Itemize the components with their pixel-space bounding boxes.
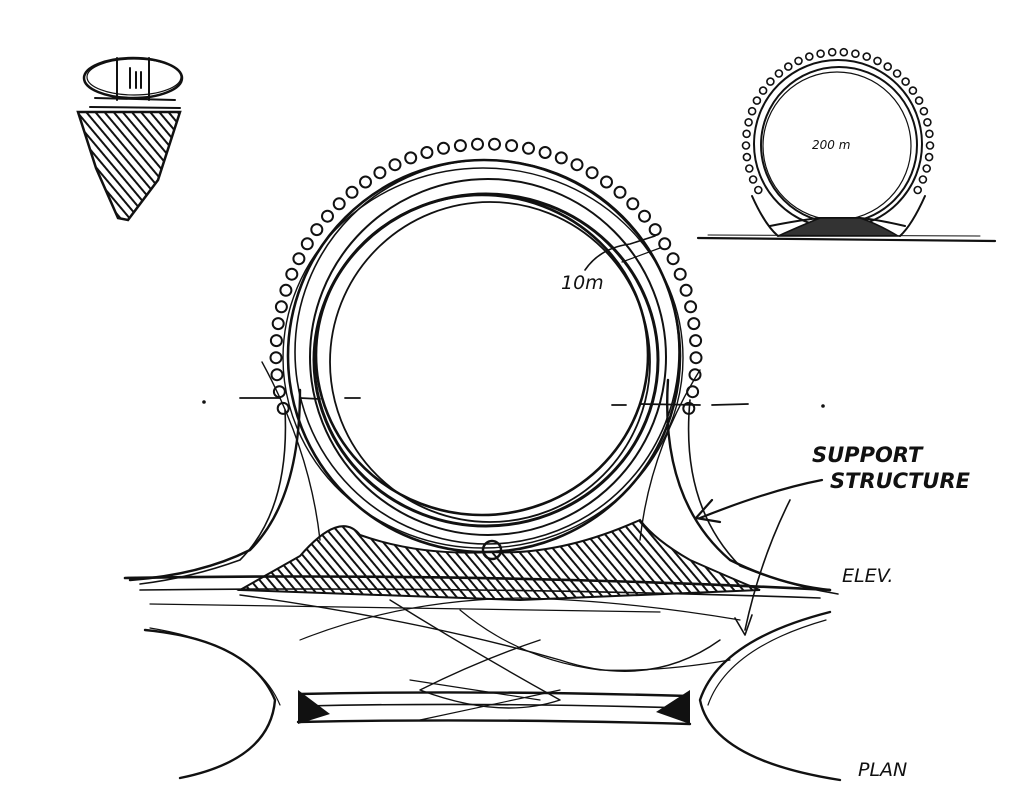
ring-bead (741, 141, 751, 150)
ring-bead (274, 300, 288, 314)
main-ring-beads (269, 137, 703, 415)
small-elevation-sketch: 200 m (696, 47, 997, 243)
ring-bead (922, 164, 932, 173)
ring-bead (684, 300, 698, 314)
support-label-line1: SUPPORT (812, 443, 924, 467)
dimension-200m-label: 200 m (812, 138, 850, 152)
plan-label: PLAN (858, 759, 907, 781)
ring-bead (851, 49, 860, 59)
elevation-label: ELEV. (842, 565, 893, 587)
ring-bead (892, 69, 902, 78)
ring-bead (404, 151, 418, 165)
ring-bead (626, 197, 640, 211)
ring-bead (300, 237, 314, 251)
ring-bead (747, 106, 757, 116)
ring-bead (744, 118, 753, 127)
ring-bead (752, 96, 762, 105)
ring-bead (285, 267, 299, 281)
ring-bead (420, 146, 434, 159)
ring-bead (345, 185, 359, 199)
detail-sketch (76, 56, 184, 222)
ring-bead (471, 137, 484, 151)
ring-bead (505, 139, 519, 153)
ring-bead (554, 151, 568, 165)
ring-bead (332, 197, 346, 211)
ring-bead (913, 185, 923, 195)
ring-bead (388, 158, 402, 172)
ring-bead (783, 62, 793, 71)
ring-bead (901, 77, 910, 86)
ring-bead (687, 317, 701, 331)
ring-bead (321, 209, 334, 223)
ring-bead (453, 139, 467, 153)
ring-bead (919, 106, 929, 116)
ring-bead (488, 137, 501, 151)
ring-bead (570, 158, 584, 172)
ring-bead (279, 283, 293, 297)
ring-bead (918, 175, 928, 184)
ring-bead (522, 141, 535, 155)
ring-bead (839, 47, 849, 57)
ring-bead (538, 146, 552, 159)
ring-bead (638, 209, 651, 223)
ring-bead (310, 223, 324, 237)
ring-bead (925, 129, 934, 139)
ring-bead (816, 49, 825, 59)
ring-bead (613, 185, 627, 199)
ring-bead (794, 56, 803, 66)
ring-bead (908, 86, 918, 95)
ring-bead (804, 52, 814, 61)
ring-bead (862, 52, 872, 61)
ring-bead (585, 166, 599, 180)
ring-bead (748, 175, 758, 184)
ring-bead (271, 317, 285, 331)
ring-bead (774, 69, 784, 78)
ring-bead (648, 223, 662, 237)
ring-bead (373, 166, 387, 180)
ring-bead (276, 401, 290, 415)
ring-bead (924, 152, 934, 162)
ring-bead (689, 334, 703, 348)
ring-bead (883, 62, 893, 71)
ring-bead (758, 86, 768, 95)
dimension-10m-label: 10m (561, 272, 604, 294)
ring-bead (753, 185, 763, 195)
ring-bead (292, 252, 306, 266)
ring-bead (666, 252, 680, 266)
ring-bead (744, 164, 754, 173)
ring-bead (925, 141, 935, 150)
ring-bead (673, 267, 687, 281)
ring-bead (923, 118, 932, 127)
ring-bead (658, 237, 672, 251)
ring-bead (766, 77, 775, 86)
ring-bead (269, 351, 283, 365)
ring-bead (270, 368, 284, 382)
ring-bead (679, 283, 693, 297)
small-ring-beads (741, 47, 935, 195)
ring-bead (437, 141, 450, 155)
ring-bead (359, 175, 372, 189)
ring-bead (688, 368, 702, 382)
ring-bead (742, 129, 751, 139)
support-label-line2: STRUCTURE (830, 469, 971, 493)
ring-bead (873, 56, 882, 66)
ring-bead (914, 96, 924, 105)
ring-bead (269, 334, 283, 348)
ring-bead (689, 351, 703, 365)
support-structure-callout: SUPPORT STRUCTURE (694, 443, 971, 524)
ring-bead (827, 47, 837, 57)
main-elevation-sketch: 10m (123, 137, 839, 613)
ring-bead (742, 152, 752, 162)
ring-bead (600, 175, 613, 189)
plan-sketch (143, 499, 842, 782)
